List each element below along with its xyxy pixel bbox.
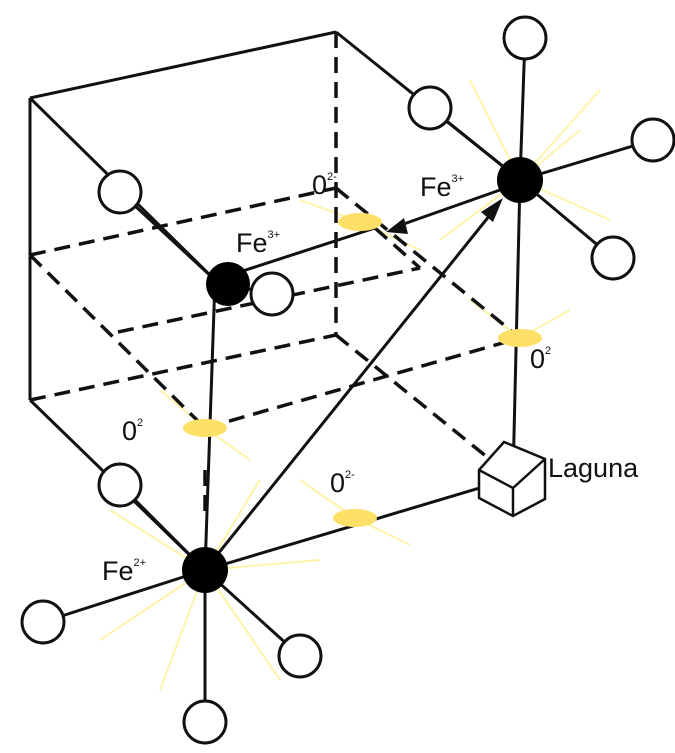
ligand-center-right	[249, 271, 295, 317]
iron-ions	[182, 157, 543, 593]
ligand-bonds	[42, 37, 654, 722]
label-o-left: 02	[122, 416, 143, 446]
ligand-circles	[20, 15, 675, 745]
ligand-top-right-top	[502, 15, 548, 61]
oxygen-top	[338, 213, 382, 231]
ligand-top-right-bottom	[590, 235, 636, 281]
label-fe-center: Fe3+	[236, 228, 280, 258]
ligand-top-right-left	[407, 85, 453, 131]
short-arrow	[386, 188, 501, 234]
oxygen-discs	[183, 213, 542, 527]
fe-bottom	[182, 547, 228, 593]
oxygen-right	[498, 329, 542, 347]
ligand-left-upper	[97, 169, 143, 215]
vacancy-cube-icon	[477, 440, 547, 518]
cube-dashed-edges	[28, 32, 522, 520]
label-fe-bottom: Fe2+	[102, 556, 146, 586]
oxygen-bottom	[333, 509, 377, 527]
label-o-right: 02	[530, 344, 551, 374]
diagonal-arrow	[203, 198, 503, 571]
label-o-top: 02-	[312, 170, 337, 200]
labels: 02- Fe3+ Fe3+ 02 02 02- Fe2+ Laguna	[102, 170, 639, 586]
label-o-bottom: 02-	[330, 468, 355, 498]
label-fe-top-right: Fe3+	[420, 172, 464, 202]
label-vacancy: Laguna	[548, 453, 639, 483]
fe-top-right	[497, 157, 543, 203]
ligand-top-right-right	[630, 117, 675, 163]
ligand-bottom	[182, 699, 228, 745]
ligand-bottom-right	[277, 633, 323, 679]
ligand-left-lower	[97, 462, 143, 508]
fe-center	[206, 262, 250, 306]
ligand-bottom-left	[20, 599, 66, 645]
oxygen-left	[183, 419, 227, 437]
